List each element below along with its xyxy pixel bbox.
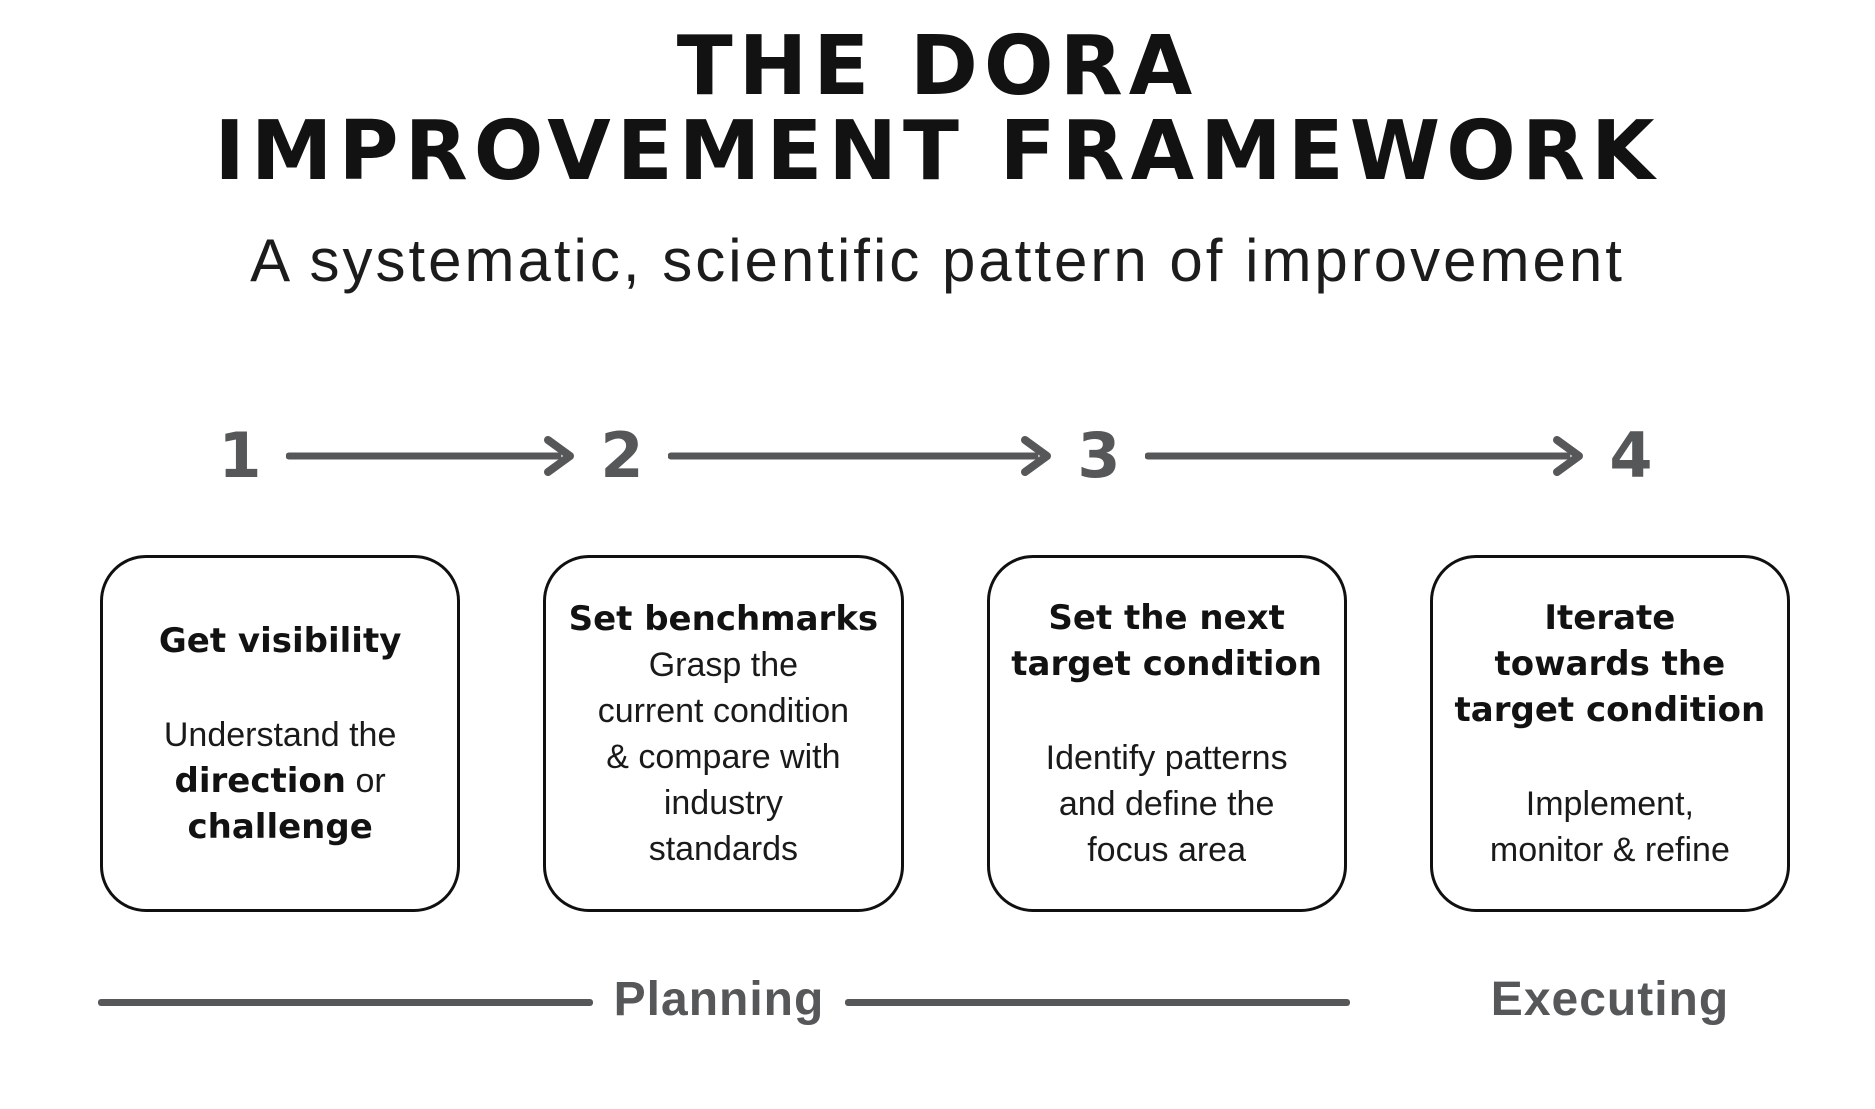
- executing-label: Executing: [1490, 973, 1730, 1026]
- step-number-1: 1: [218, 419, 262, 492]
- box-body: Implement,monitor & refine: [1489, 784, 1730, 869]
- box-heading: Set benchmarks: [568, 598, 879, 639]
- steps-row: 1 2 3 4: [218, 416, 1653, 496]
- page-title: THE DORA IMPROVEMENT FRAMEWORK: [0, 24, 1875, 195]
- planning-label: Planning: [613, 973, 825, 1026]
- planning-line-right: [845, 999, 1350, 1006]
- step-number-4: 4: [1609, 419, 1653, 492]
- page-title-line-1: THE DORA: [676, 19, 1199, 114]
- right-arrow-icon: [1145, 436, 1583, 476]
- page-subtitle: A systematic, scientific pattern of impr…: [250, 227, 1625, 294]
- step-number-3: 3: [1077, 419, 1121, 492]
- planning-line-left: [98, 999, 593, 1006]
- box-heading: Get visibility: [158, 620, 402, 661]
- page-title-line-2: IMPROVEMENT FRAMEWORK: [214, 104, 1661, 200]
- right-arrow-icon: [286, 436, 574, 476]
- right-arrow-icon: [668, 436, 1051, 476]
- step-number-2: 2: [600, 419, 644, 492]
